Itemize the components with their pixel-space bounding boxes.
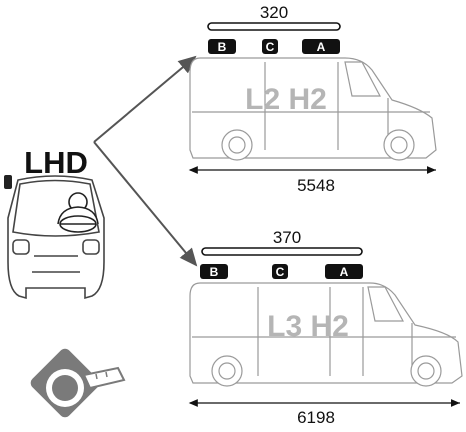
rack-length-2: 370	[273, 228, 301, 247]
overall-length-1: 5548	[297, 176, 335, 195]
zone-c-label-2: C	[276, 265, 285, 279]
zone-b-badge-1	[208, 39, 236, 54]
roof-rack-bar-2	[201, 247, 363, 256]
drive-label: LHD	[24, 145, 88, 180]
zone-b-label-2: B	[210, 265, 219, 279]
arrow-to-l3h2	[93, 141, 198, 267]
tape-measure-icon	[30, 348, 126, 418]
overall-length-2: 6198	[297, 408, 335, 427]
zone-b-label-1: B	[218, 40, 227, 54]
zone-a-label-1: A	[317, 40, 326, 54]
van-l2h2: 320 B C A L2 H2 5548	[188, 3, 437, 195]
arrow-to-l2h2	[93, 55, 197, 143]
van-l3h2: 370 B C A L3 H2 6198	[188, 228, 463, 427]
zone-c-label-1: C	[266, 40, 275, 54]
van-rear-view	[7, 175, 105, 300]
zone-a-badge-2	[325, 264, 363, 279]
zone-c-badge-1	[262, 39, 278, 54]
steering-wheel-icon	[57, 192, 99, 233]
model-label-2: L3 H2	[267, 310, 349, 343]
mirror-icon	[4, 175, 12, 189]
zone-b-badge-2	[200, 264, 228, 279]
roof-rack-bar-1	[207, 22, 341, 31]
rack-length-1: 320	[260, 3, 288, 22]
model-label-1: L2 H2	[245, 83, 327, 116]
zone-c-badge-2	[272, 264, 288, 279]
zone-a-badge-1	[302, 39, 340, 54]
zone-a-label-2: A	[340, 265, 349, 279]
